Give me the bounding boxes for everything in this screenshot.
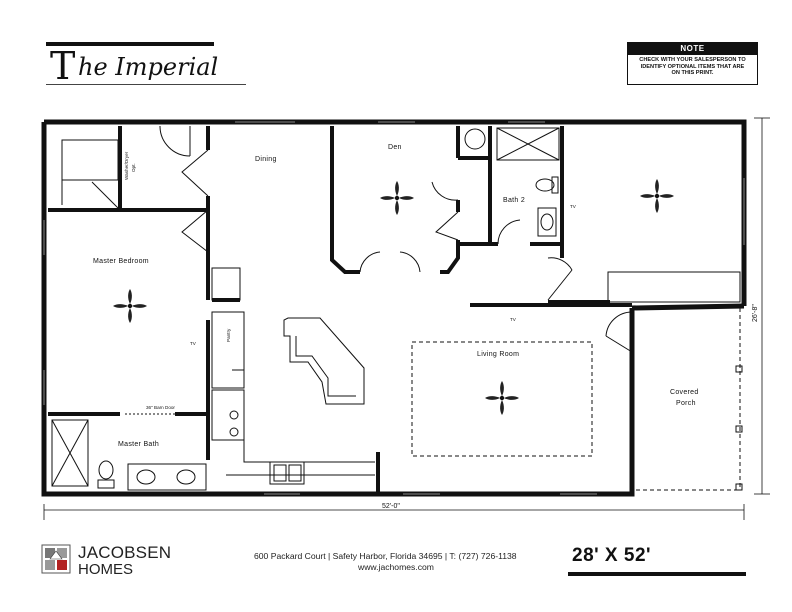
width-dimension: 52'-0"	[382, 503, 400, 510]
covered-porch-label-2: Porch	[676, 400, 696, 407]
tv-label-living: TV	[510, 317, 517, 322]
note-line-1: CHECK WITH YOUR SALESPERSON TO	[639, 57, 746, 63]
washer-dryer-label-2: Opt.	[131, 163, 136, 172]
tv-label-master: TV	[190, 341, 197, 346]
living-room-label: Living Room	[477, 351, 519, 358]
home-size: 28' X 52'	[572, 545, 652, 566]
plan-title-rest: he Imperial	[78, 53, 219, 81]
note-heading: NOTE	[628, 43, 757, 55]
windows	[43, 121, 745, 495]
company-address: 600 Packard Court | Safety Harbor, Flori…	[254, 551, 517, 561]
size-rule	[568, 572, 746, 576]
covered-porch	[636, 308, 743, 491]
exterior-walls	[41, 119, 747, 497]
title-underline	[46, 84, 246, 85]
note-box: NOTE CHECK WITH YOUR SALESPERSON TO IDEN…	[627, 42, 758, 85]
master-bath-fixtures	[51, 413, 207, 491]
pantry-label: Pantry	[226, 328, 231, 342]
washer-dryer-label-1: Washer/Dryer	[124, 151, 129, 180]
note-line-2: IDENTIFY OPTIONAL ITEMS THAT ARE	[640, 63, 745, 70]
jacobsen-logo-icon	[41, 544, 71, 574]
note-body: CHECK WITH YOUR SALESPERSON TO IDENTIFY …	[628, 55, 757, 77]
master-bath-label: Master Bath	[118, 441, 159, 448]
master-closet	[61, 139, 119, 205]
title-rule	[46, 42, 214, 46]
company-sub: HOMES	[78, 561, 134, 578]
kitchen	[211, 267, 375, 485]
dining-label: Dining	[255, 156, 277, 163]
depth-dimension: 26'-8"	[752, 304, 759, 322]
barn-door-label: 36" Barn Door	[146, 405, 175, 410]
company-name: JACOBSEN	[78, 543, 172, 562]
interior-walls	[48, 126, 632, 494]
den-ceiling-fan-icon	[380, 181, 414, 215]
living-ceiling-fan-icon	[485, 381, 519, 415]
company-logo: JACOBSEN HOMES	[40, 541, 180, 579]
tv-label-bedroom3: TV	[570, 204, 577, 209]
bedroom3-ceiling-fan-icon	[640, 179, 674, 213]
den-label: Den	[388, 144, 402, 151]
doors	[91, 125, 633, 353]
plan-title-initial: T	[50, 44, 76, 88]
master-bedroom-label: Master Bedroom	[93, 258, 149, 265]
bedroom3-closet	[607, 271, 741, 303]
bath2-fixtures	[464, 127, 560, 237]
dimension-lines	[43, 117, 770, 520]
company-website: www.jachomes.com	[358, 562, 434, 572]
note-line-3: ON THIS PRINT.	[671, 70, 714, 77]
plan-title: T he Imperial	[46, 44, 266, 88]
master-ceiling-fan-icon	[113, 289, 147, 323]
bath2-label: Bath 2	[503, 197, 525, 204]
covered-porch-label-1: Covered	[670, 389, 699, 396]
